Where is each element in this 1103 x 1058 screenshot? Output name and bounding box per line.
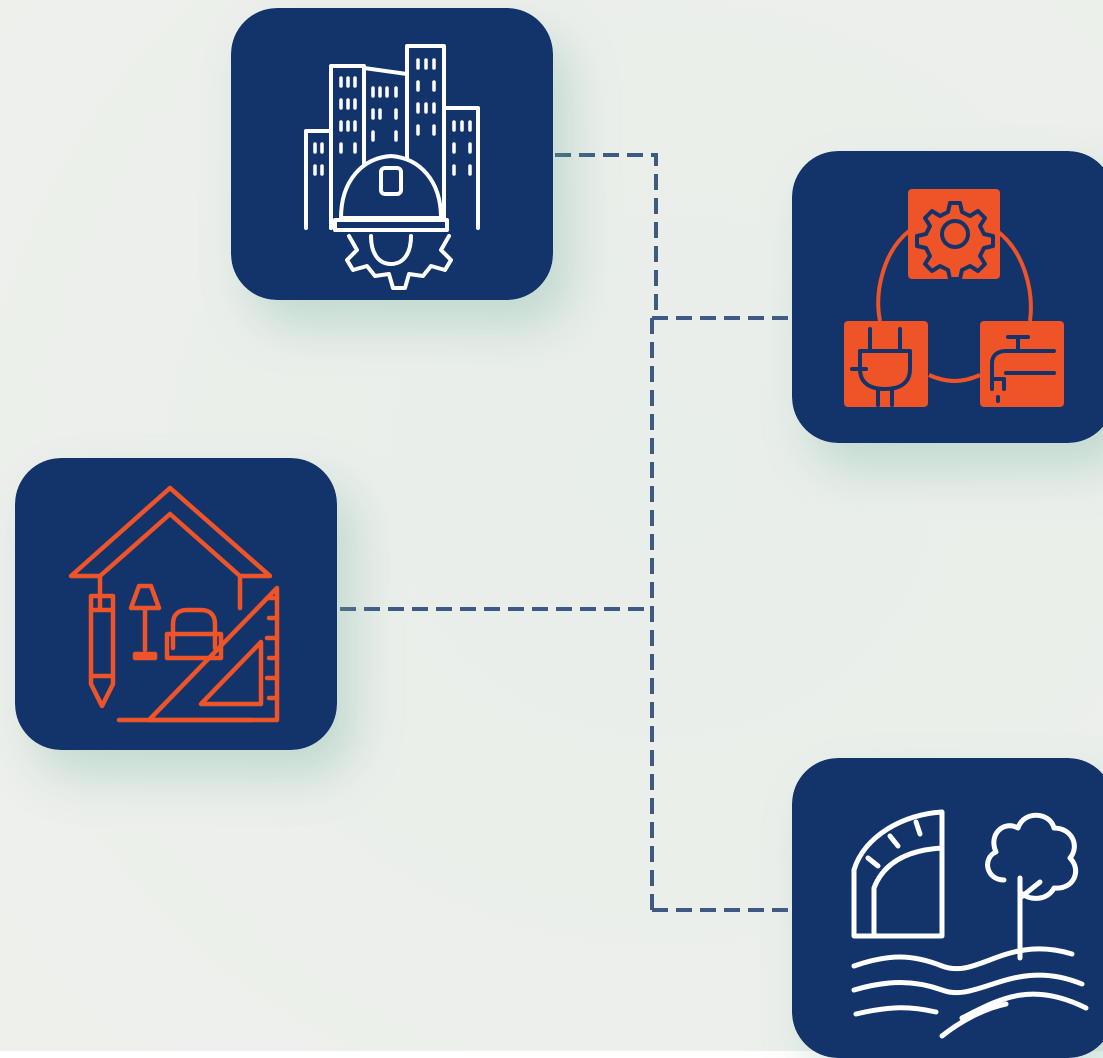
landscape-protractor-tree-waves-icon: [792, 758, 1103, 1058]
house-interior-design-tools-icon: [15, 458, 337, 750]
construction-tile[interactable]: [231, 8, 553, 300]
interior-design-tile[interactable]: [15, 458, 337, 750]
connector-construction: [555, 153, 658, 318]
gear-plug-faucet-cycle-icon: [792, 151, 1103, 443]
utilities-tile[interactable]: [792, 151, 1103, 443]
city-buildings-hardhat-gear-icon: [231, 8, 553, 300]
landscape-tile[interactable]: [792, 758, 1103, 1058]
